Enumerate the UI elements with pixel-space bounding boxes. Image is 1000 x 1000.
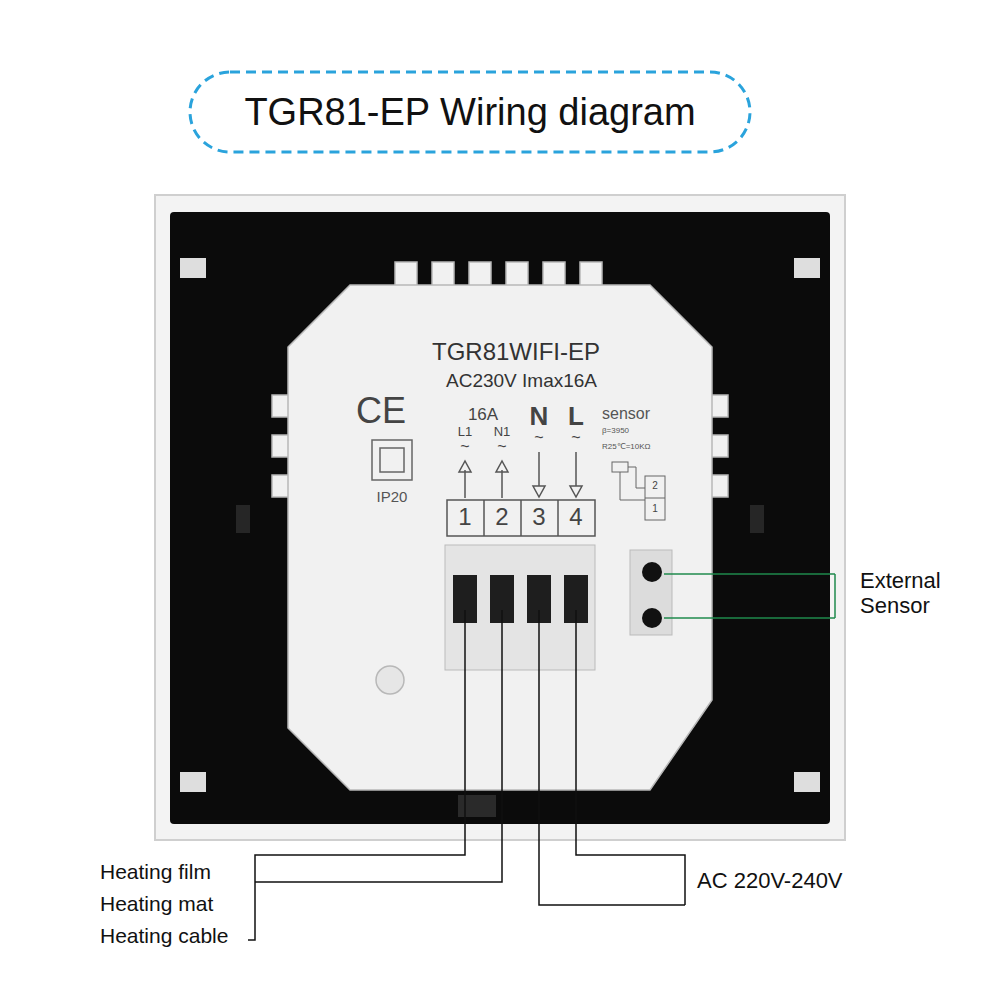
terminal-number: 4 bbox=[569, 503, 582, 531]
ac-symbol: ~ bbox=[460, 438, 469, 456]
pin-number: 1 bbox=[652, 503, 658, 515]
screw-terminals bbox=[642, 608, 662, 628]
terminal-name: L1 bbox=[458, 425, 472, 440]
sensor-label: sensor bbox=[602, 405, 650, 423]
sensor-leaders bbox=[664, 573, 835, 575]
terminal-name: L bbox=[568, 402, 584, 432]
terminal-number-box bbox=[483, 500, 485, 536]
leader-lines bbox=[248, 610, 685, 940]
pin-number: 2 bbox=[652, 480, 658, 492]
ac-symbol: ~ bbox=[571, 429, 580, 447]
ip-symbol bbox=[372, 440, 412, 480]
back-plate bbox=[794, 258, 820, 278]
leader-lines bbox=[576, 610, 685, 905]
sensor-leaders bbox=[834, 574, 836, 618]
screw-terminals bbox=[445, 545, 595, 670]
leader-lines bbox=[539, 610, 685, 905]
terminal-name: N bbox=[530, 402, 549, 432]
ce-mark: CE bbox=[356, 390, 406, 431]
callout-label: Heating film bbox=[100, 860, 211, 884]
sensor-symbol bbox=[620, 472, 645, 500]
rating-text: AC230V Imax16A bbox=[446, 370, 597, 392]
terminal-arrows bbox=[459, 452, 582, 498]
ac-symbol: ~ bbox=[497, 438, 506, 456]
terminal-number: 2 bbox=[495, 503, 508, 531]
back-plate bbox=[180, 772, 206, 792]
diagram-title: TGR81-EP Wiring diagram bbox=[244, 91, 695, 134]
back-plate bbox=[155, 195, 845, 840]
terminal-arrows bbox=[459, 461, 471, 472]
sensor-symbol bbox=[612, 462, 628, 472]
sensor-symbol bbox=[628, 467, 645, 488]
terminal-arrows bbox=[533, 486, 545, 497]
terminal-number: 1 bbox=[458, 503, 471, 531]
sensor-spec: β=3950 bbox=[602, 426, 629, 435]
back-plate bbox=[155, 195, 845, 840]
ip-symbol bbox=[380, 448, 404, 472]
leader-lines bbox=[255, 610, 502, 882]
back-plate bbox=[180, 258, 206, 278]
screw-terminals bbox=[445, 545, 672, 670]
terminal-arrows bbox=[570, 486, 582, 497]
ip-rating: IP20 bbox=[377, 488, 408, 505]
terminal-arrows bbox=[464, 470, 466, 498]
back-plate bbox=[236, 505, 250, 533]
screw-terminals bbox=[630, 550, 672, 635]
terminal-name: N1 bbox=[494, 425, 511, 440]
terminal-arrows bbox=[501, 470, 503, 498]
terminal-module bbox=[376, 666, 404, 694]
sensor-symbol bbox=[645, 498, 665, 499]
back-plate bbox=[750, 505, 764, 533]
callout-label: Heating cable bbox=[100, 924, 228, 948]
ac-symbol: ~ bbox=[534, 429, 543, 447]
terminal-arrows bbox=[496, 461, 508, 472]
sensor-leaders bbox=[664, 574, 835, 618]
back-plate bbox=[794, 772, 820, 792]
leader-lines bbox=[248, 610, 465, 940]
title-frame bbox=[190, 72, 750, 152]
sensor-symbol bbox=[612, 462, 665, 520]
terminal-arrows bbox=[538, 452, 540, 486]
back-plate bbox=[458, 795, 496, 817]
terminal-number-box bbox=[447, 500, 595, 536]
terminal-module bbox=[288, 285, 712, 790]
terminal-number-box bbox=[447, 500, 595, 536]
terminal-number-box bbox=[557, 500, 559, 536]
sensor-leaders bbox=[664, 617, 835, 619]
terminal-arrows bbox=[575, 452, 577, 486]
sensor-spec: R25℃=10KΩ bbox=[602, 442, 651, 451]
terminal-module bbox=[272, 262, 728, 790]
callout-label: External Sensor bbox=[860, 568, 970, 619]
terminal-number-box bbox=[520, 500, 522, 536]
ip-symbol bbox=[372, 440, 412, 480]
callout-label: AC 220V-240V bbox=[697, 868, 843, 893]
title-holder: TGR81-EP Wiring diagram bbox=[190, 72, 750, 152]
terminal-number: 3 bbox=[532, 503, 545, 531]
back-plate bbox=[170, 212, 830, 824]
model-name: TGR81WIFI-EP bbox=[432, 338, 600, 366]
sensor-symbol bbox=[645, 476, 665, 520]
title-frame bbox=[190, 72, 750, 152]
current-rating: 16A bbox=[468, 405, 498, 425]
screw-terminals bbox=[642, 562, 662, 582]
callout-label: Heating mat bbox=[100, 892, 213, 916]
